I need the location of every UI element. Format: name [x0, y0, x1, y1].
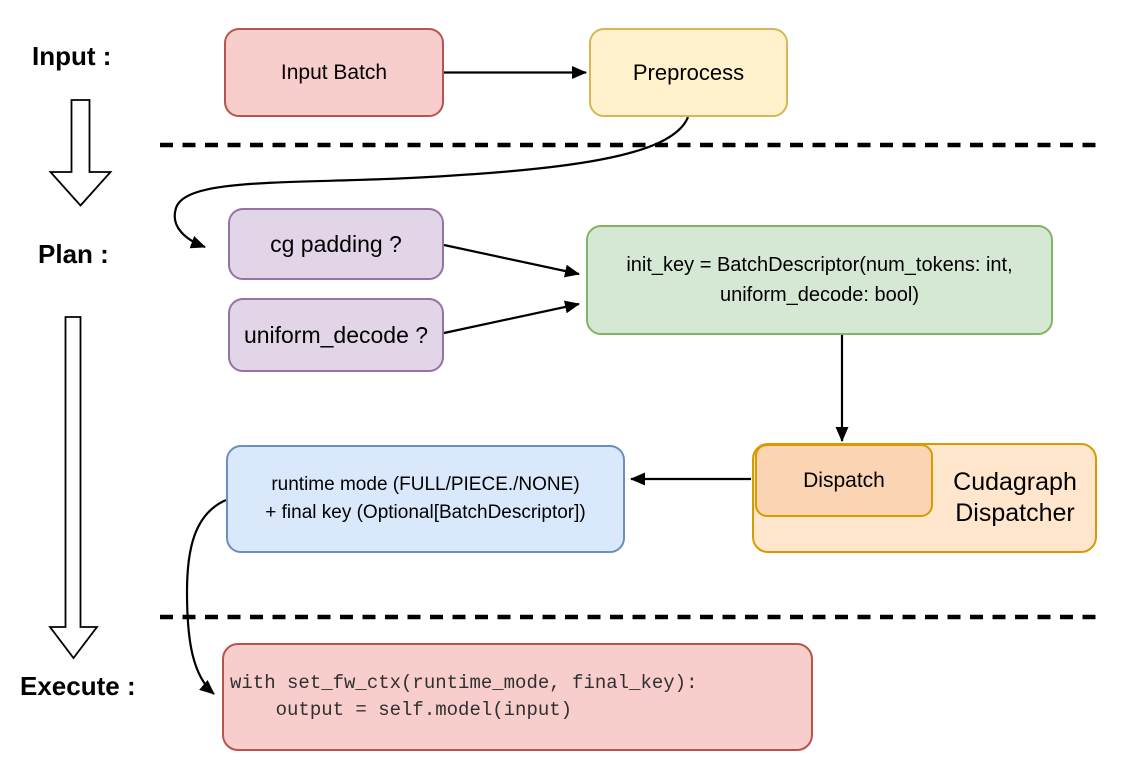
cudagraph-dispatcher-label: Cudagraph Dispatcher: [935, 445, 1095, 551]
node-dispatch: Dispatch: [755, 444, 933, 517]
node-cg-padding-label: cg padding ?: [270, 230, 402, 257]
cudagraph-label-line1: Cudagraph: [953, 468, 1077, 496]
execute-code-line2: output = self.model(input): [230, 699, 573, 721]
plan-section-label: Plan :: [38, 239, 109, 269]
arrow-preprocess-to-cg-padding: [173, 116, 690, 249]
arrow-cg-padding-to-init-key: [443, 243, 580, 278]
node-execute-code: with set_fw_ctx(runtime_mode, final_key)…: [222, 643, 813, 751]
cudagraph-label-line2: Dispatcher: [955, 499, 1075, 527]
node-runtime-final-key: runtime mode (FULL/PIECE./NONE) + final …: [226, 445, 625, 553]
execute-code-line1: with set_fw_ctx(runtime_mode, final_key)…: [230, 672, 698, 694]
node-preprocess: Preprocess: [589, 28, 788, 117]
input-section-label: Input :: [32, 41, 112, 71]
arrow-runtime-mode-to-execute-code: [185, 498, 227, 695]
node-dispatch-label: Dispatch: [803, 468, 885, 492]
node-preprocess-label: Preprocess: [632, 59, 745, 85]
node-input-batch: Input Batch: [224, 28, 444, 117]
node-cg-padding: cg padding ?: [228, 208, 444, 280]
node-runtime-line2: + final key (Optional[BatchDescriptor]): [265, 502, 586, 523]
node-uniform-decode-label: uniform_decode ?: [243, 321, 429, 348]
node-init-key: init_key = BatchDescriptor(num_tokens: i…: [586, 225, 1053, 335]
node-input-batch-label: Input Batch: [280, 60, 388, 84]
node-runtime-line1: runtime mode (FULL/PIECE./NONE): [271, 474, 580, 495]
execute-section-label: Execute :: [20, 671, 136, 701]
node-init-key-line2: uniform_decode: bool): [719, 284, 919, 306]
input-flow-arrow-icon: [48, 99, 113, 207]
arrow-uniform-decode-to-init-key: [443, 300, 580, 335]
node-uniform-decode: uniform_decode ?: [228, 298, 444, 372]
plan-flow-arrow-icon: [48, 316, 99, 660]
node-init-key-line1: init_key = BatchDescriptor(num_tokens: i…: [626, 254, 1013, 276]
